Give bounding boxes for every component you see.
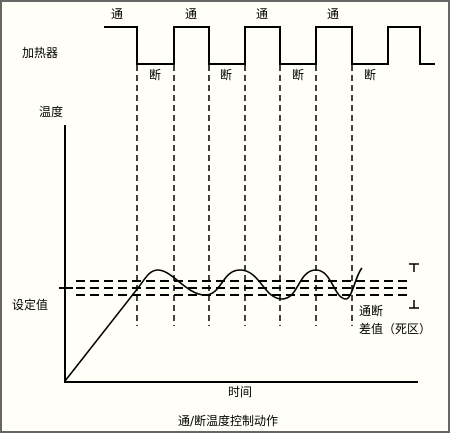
on-label: 通 bbox=[256, 7, 269, 21]
hysteresis-label-line2: 差值（死区） bbox=[359, 322, 432, 336]
dead-band-lines bbox=[76, 280, 412, 296]
transition-guide-lines bbox=[136, 65, 353, 326]
on-label: 通 bbox=[327, 7, 340, 21]
off-label: 断 bbox=[292, 68, 305, 82]
off-label: 断 bbox=[364, 68, 377, 82]
off-label: 断 bbox=[149, 68, 162, 82]
on-label: 通 bbox=[111, 7, 124, 21]
on-label: 通 bbox=[185, 7, 198, 21]
hysteresis-label-line1: 通断 bbox=[359, 304, 384, 318]
heater-label: 加热器 bbox=[22, 46, 59, 60]
heater-square-wave bbox=[104, 26, 435, 65]
y-axis-label: 温度 bbox=[39, 105, 64, 119]
off-label: 断 bbox=[220, 68, 233, 82]
temperature-curve bbox=[64, 267, 363, 382]
diagram-caption: 通/断温度控制动作 bbox=[178, 414, 279, 428]
setpoint-label: 设定值 bbox=[12, 298, 49, 312]
dead-band-dimension bbox=[409, 263, 419, 309]
x-axis-label: 时间 bbox=[228, 385, 253, 399]
